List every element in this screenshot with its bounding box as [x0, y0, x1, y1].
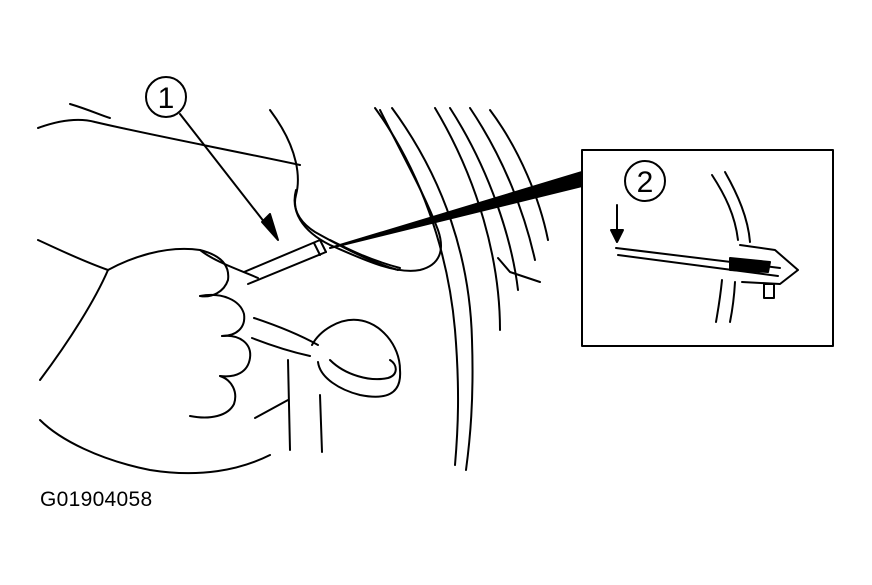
inset-frame [581, 149, 834, 347]
panel-outline-upper [69, 103, 111, 119]
arch-curve-4 [434, 107, 501, 331]
inset-panel-bottom [715, 279, 736, 323]
arch-curve-3 [391, 107, 474, 471]
finger-top [107, 248, 230, 298]
callout-2-number: 2 [637, 166, 654, 199]
arch-curve-2 [374, 107, 460, 466]
thumb [199, 249, 259, 279]
callout-1-number: 1 [158, 82, 175, 115]
tool-shaft-bottom [247, 251, 327, 285]
hand-lower [251, 317, 319, 357]
lower-clip [311, 318, 402, 398]
notch-right [497, 257, 541, 283]
callout-1-arrowhead [261, 213, 279, 241]
finger-low [219, 334, 252, 378]
finger-mid [199, 294, 246, 337]
tool-tip [313, 239, 327, 256]
inset-panel-top [711, 171, 751, 243]
inset-stud [763, 283, 775, 299]
arch-curve-7 [489, 109, 549, 241]
panel-outline-left [37, 239, 109, 271]
hand-outline [39, 269, 271, 475]
inset-clip [729, 257, 771, 273]
lower-bracket [254, 359, 323, 453]
finger-bottom [189, 375, 237, 419]
tool-shaft-top [243, 239, 321, 273]
callout-1-circle [145, 76, 187, 118]
inset-arrow-head [610, 229, 624, 243]
arch-curve-6 [469, 107, 536, 261]
lower-clip-inner [329, 359, 397, 381]
callout-2-circle [624, 160, 666, 202]
seal-hook [293, 189, 399, 271]
figure-code: G01904058 [40, 488, 153, 511]
seal-inner [329, 239, 401, 269]
callout-1-leader [179, 113, 273, 233]
panel-outline-top [37, 119, 301, 166]
